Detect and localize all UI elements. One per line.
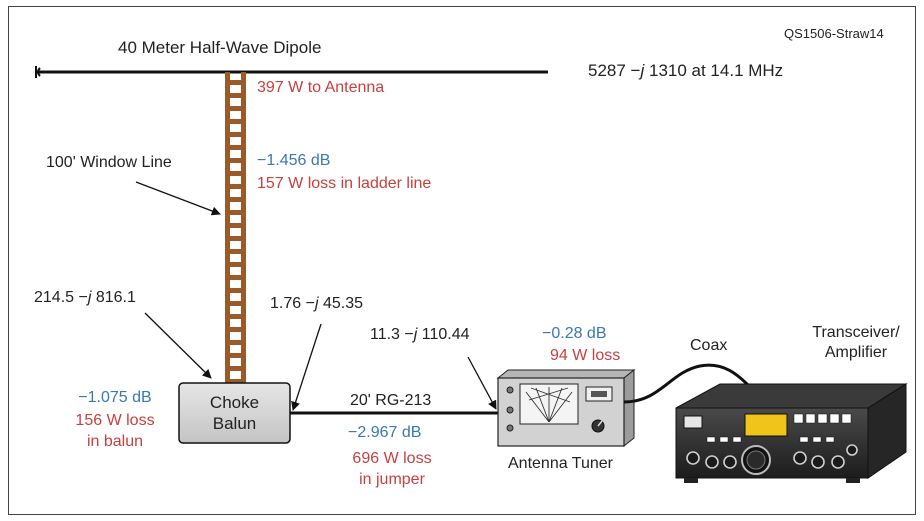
dipole-title: 40 Meter Half-Wave Dipole xyxy=(118,38,322,57)
ladder-rung xyxy=(225,171,246,176)
balun-input-impedance: 214.5 −j 816.1 xyxy=(34,289,136,306)
arrow-balun-output xyxy=(291,323,322,411)
arrow-tuner-input xyxy=(467,356,497,410)
ladder-rung xyxy=(225,327,246,332)
arrow-balun-input xyxy=(144,312,212,379)
ladder-rung xyxy=(225,314,246,319)
ladder-rung xyxy=(225,210,246,215)
ladder-rung xyxy=(225,236,246,241)
balun-output-impedance: 1.76 −j 45.35 xyxy=(270,295,363,312)
diagram-frame xyxy=(8,6,916,515)
ladder-rung xyxy=(225,340,246,345)
coax-label: Coax xyxy=(690,337,728,354)
ladder-rung xyxy=(225,132,246,137)
ladder-rung xyxy=(225,301,246,306)
jumper-label: 20' RG-213 xyxy=(350,392,432,409)
balun-loss-db: −1.075 dB xyxy=(78,389,152,406)
ladder-loss-db: −1.456 dB xyxy=(257,152,331,169)
ladder-rung xyxy=(225,262,246,267)
dipole-wire xyxy=(35,66,548,78)
antenna-power: 397 W to Antenna xyxy=(257,79,385,96)
ladder-rung xyxy=(225,275,246,280)
transceiver-label: Transceiver/Amplifier xyxy=(812,324,900,361)
ladder-rung xyxy=(225,184,246,189)
arrow-window-line xyxy=(135,181,221,216)
ladder-rung xyxy=(225,379,246,384)
tuner-loss-w: 94 W loss xyxy=(550,347,621,364)
ladder-rung xyxy=(225,145,246,150)
antenna-tuner-label: Antenna Tuner xyxy=(508,455,613,472)
ladder-rung xyxy=(225,288,246,293)
ladder-rung xyxy=(225,353,246,358)
antenna-impedance: 5287 −j 1310 at 14.1 MHz xyxy=(588,61,784,80)
annotation-arrows xyxy=(135,181,497,411)
ladder-rung xyxy=(225,223,246,228)
ladder-rung xyxy=(225,119,246,124)
ladder-loss-w: 157 W loss in ladder line xyxy=(257,175,432,192)
transceiver-device xyxy=(675,383,908,483)
ladder-rung xyxy=(225,158,246,163)
figure-id-label: QS1506-Straw14 xyxy=(784,26,884,41)
antenna-tuner-device xyxy=(496,368,636,448)
window-line-label: 100' Window Line xyxy=(46,154,172,171)
ladder-rung xyxy=(225,366,246,371)
window-line-ladder xyxy=(225,72,246,388)
ladder-rung xyxy=(225,197,246,202)
tuner-input-impedance: 11.3 −j 110.44 xyxy=(370,326,470,343)
ladder-rung xyxy=(225,93,246,98)
ladder-rung xyxy=(225,80,246,85)
ladder-rung xyxy=(225,249,246,254)
coax-cable xyxy=(623,363,761,404)
ladder-rung xyxy=(225,106,246,111)
jumper-loss-db: −2.967 dB xyxy=(348,424,422,441)
tuner-loss-db: −0.28 dB xyxy=(542,325,607,342)
